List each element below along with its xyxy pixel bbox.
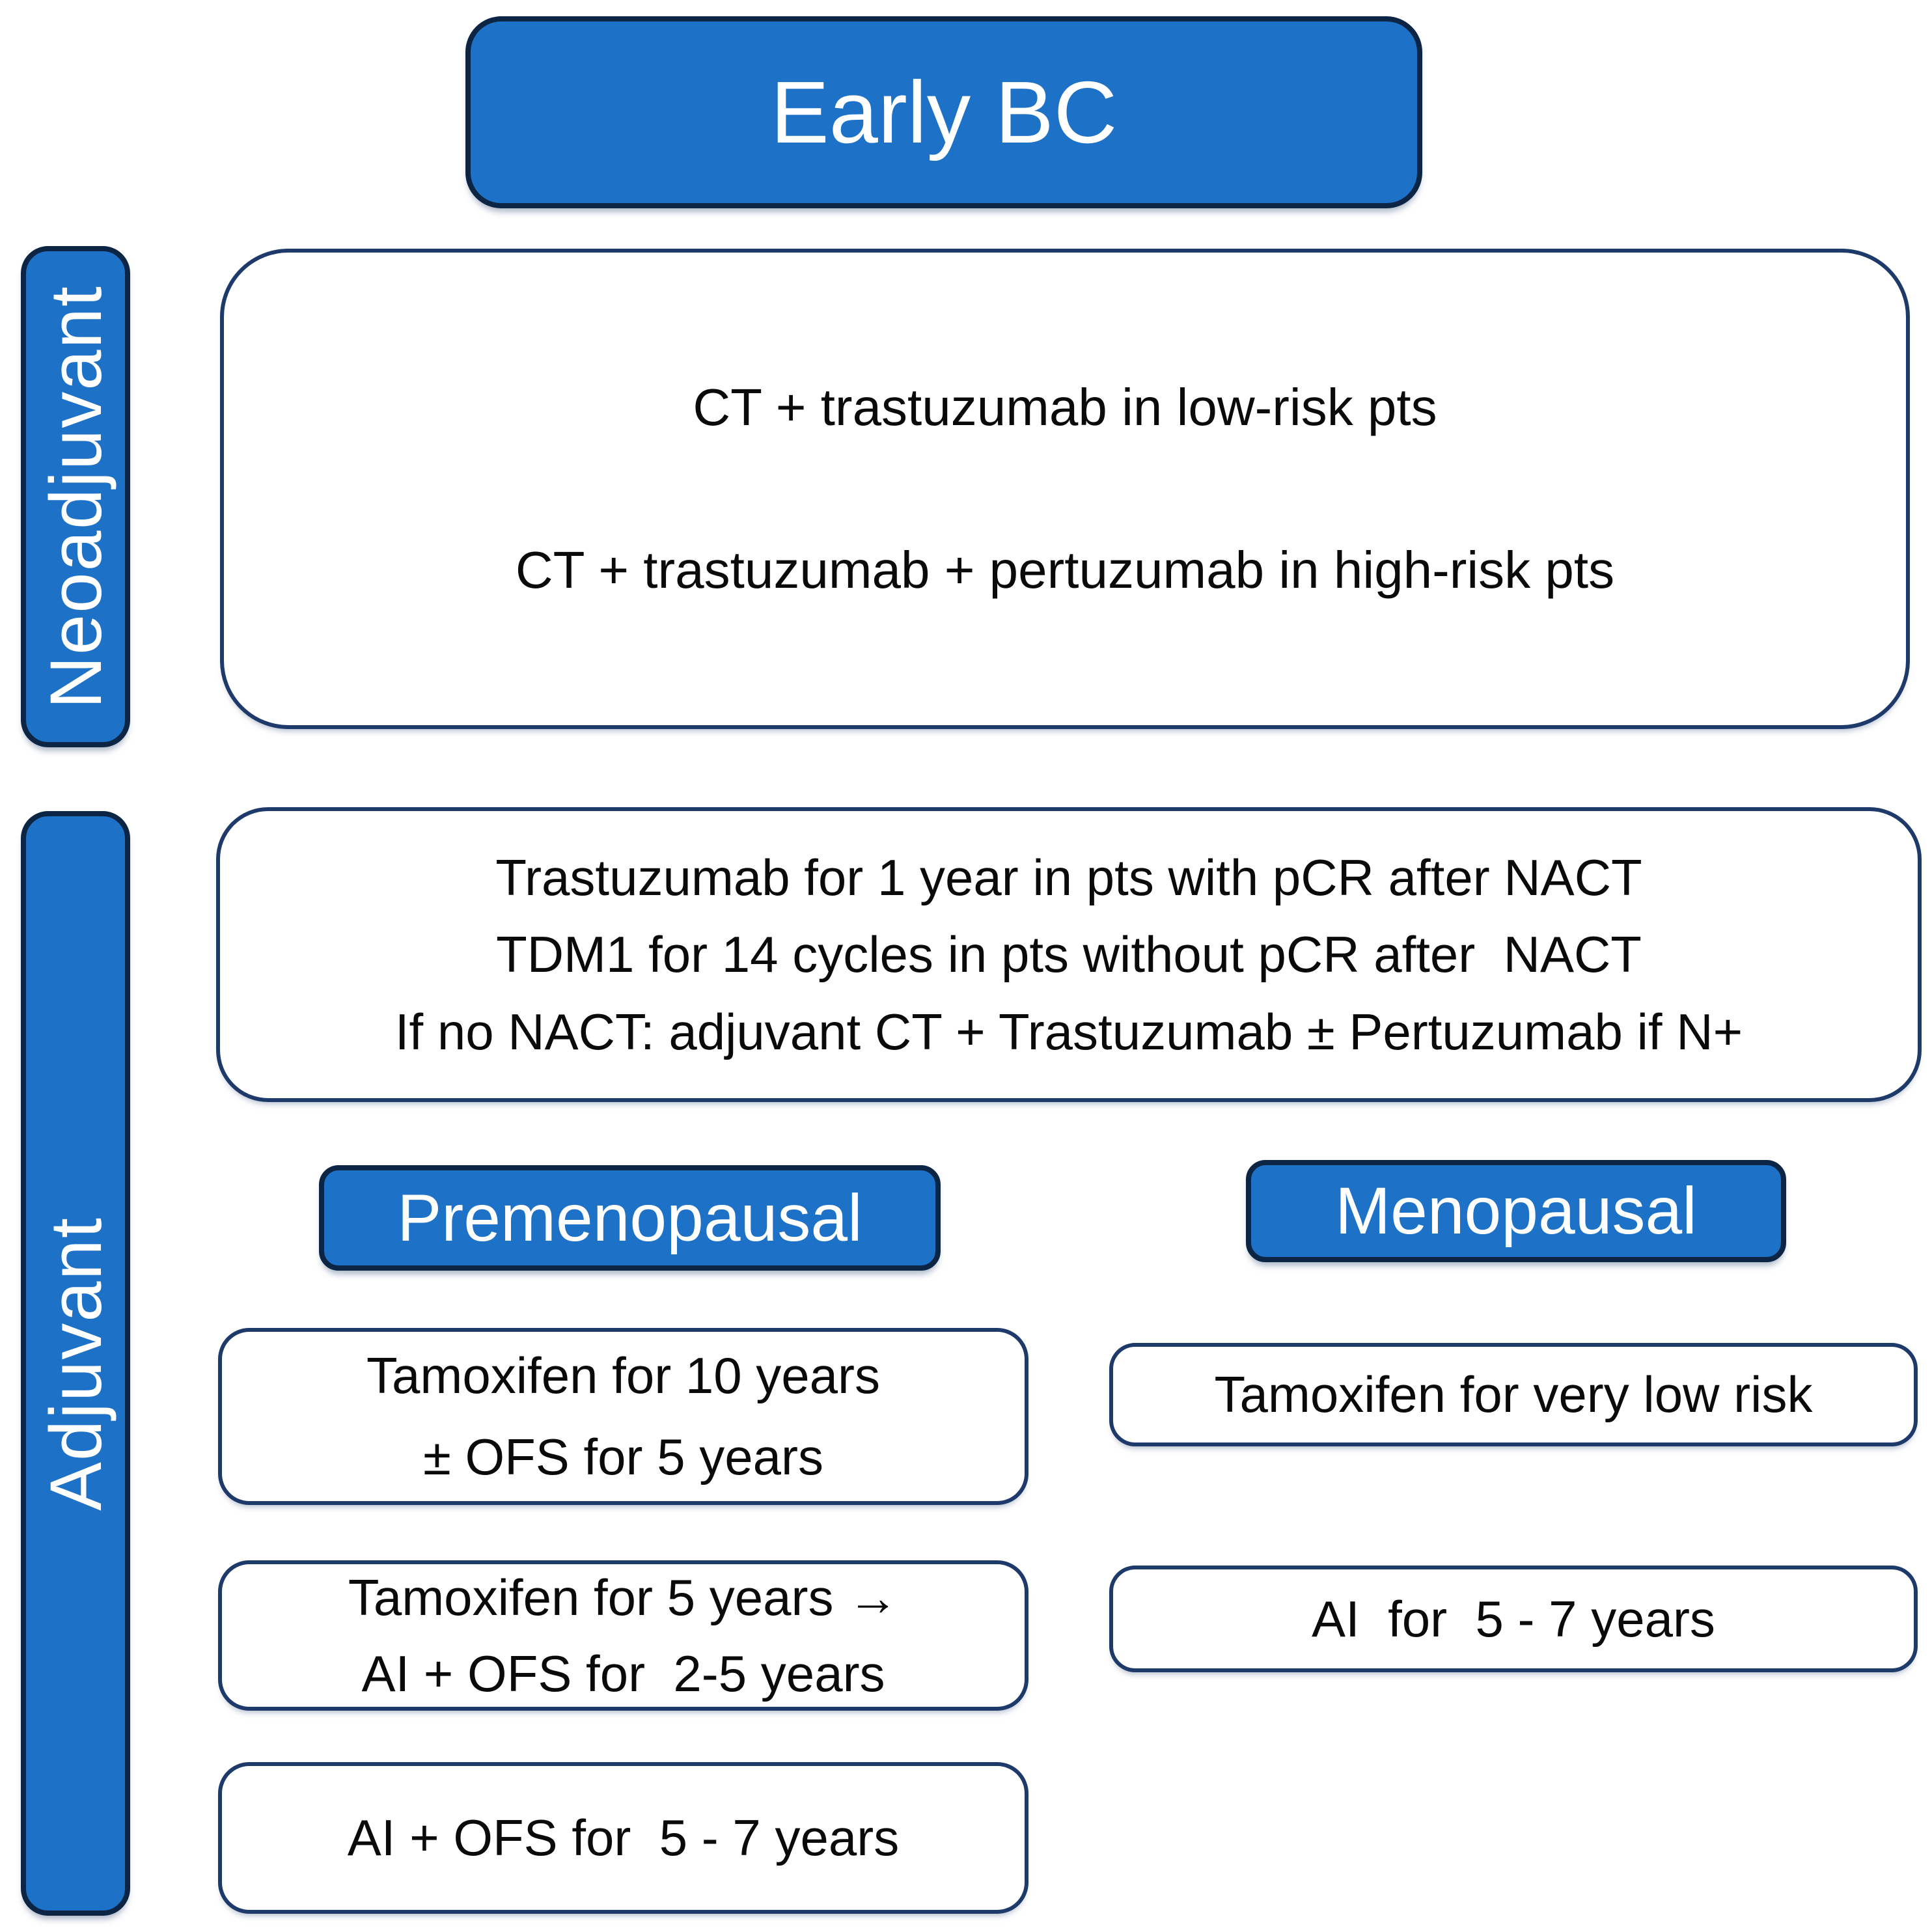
- premenopausal-box-tamoxifen-5y: Tamoxifen for 5 years → AI + OFS for 2-5…: [218, 1560, 1028, 1711]
- arrow-right-icon: →: [848, 1568, 899, 1626]
- menopausal-box-ai: AI for 5 - 7 years: [1109, 1566, 1918, 1672]
- neoadjuvant-label-text: Neoadjuvant: [34, 284, 117, 709]
- adjuvant-line-trastuzumab-pcr: Trastuzumab for 1 year in pts with pCR a…: [495, 848, 1642, 906]
- premenopausal-box1-line1: Tamoxifen for 10 years: [366, 1347, 881, 1404]
- menopausal-box-tamoxifen-low-risk: Tamoxifen for very low risk: [1109, 1343, 1918, 1446]
- early-bc-title: Early BC: [770, 63, 1118, 161]
- menopausal-box2-line1: AI for 5 - 7 years: [1312, 1590, 1715, 1648]
- neoadjuvant-line-low-risk: CT + trastuzumab in low-risk pts: [693, 378, 1437, 436]
- premenopausal-header-text: Premenopausal: [397, 1180, 862, 1255]
- adjuvant-label-text: Adjuvant: [34, 1216, 117, 1511]
- early-bc-header-box: Early BC: [465, 16, 1422, 208]
- premenopausal-box3-line1: AI + OFS for 5 - 7 years: [347, 1809, 900, 1866]
- premenopausal-header-box: Premenopausal: [319, 1165, 941, 1271]
- premenopausal-box-ai-ofs: AI + OFS for 5 - 7 years: [218, 1762, 1028, 1914]
- menopausal-header-text: Menopausal: [1335, 1174, 1697, 1248]
- premenopausal-box2-line2: AI + OFS for 2-5 years: [361, 1644, 885, 1702]
- premenopausal-box1-line2: ± OFS for 5 years: [423, 1428, 823, 1485]
- adjuvant-content-box: Trastuzumab for 1 year in pts with pCR a…: [216, 807, 1922, 1102]
- adjuvant-section-label: Adjuvant: [21, 811, 130, 1916]
- menopausal-header-box: Menopausal: [1246, 1160, 1786, 1262]
- neoadjuvant-section-label: Neoadjuvant: [21, 246, 130, 747]
- menopausal-box1-line1: Tamoxifen for very low risk: [1214, 1366, 1813, 1423]
- premenopausal-box2-line1-text: Tamoxifen for 5 years: [348, 1568, 834, 1626]
- adjuvant-line-no-nact: If no NACT: adjuvant CT + Trastuzumab ± …: [394, 1002, 1743, 1060]
- premenopausal-box2-line1: Tamoxifen for 5 years →: [348, 1568, 898, 1627]
- neoadjuvant-content-box: CT + trastuzumab in low-risk pts CT + tr…: [220, 249, 1910, 729]
- adjuvant-line-tdm1: TDM1 for 14 cycles in pts without pCR af…: [496, 926, 1642, 984]
- premenopausal-box-tamoxifen-10y: Tamoxifen for 10 years ± OFS for 5 years: [218, 1328, 1028, 1505]
- neoadjuvant-line-high-risk: CT + trastuzumab + pertuzumab in high-ri…: [515, 541, 1615, 599]
